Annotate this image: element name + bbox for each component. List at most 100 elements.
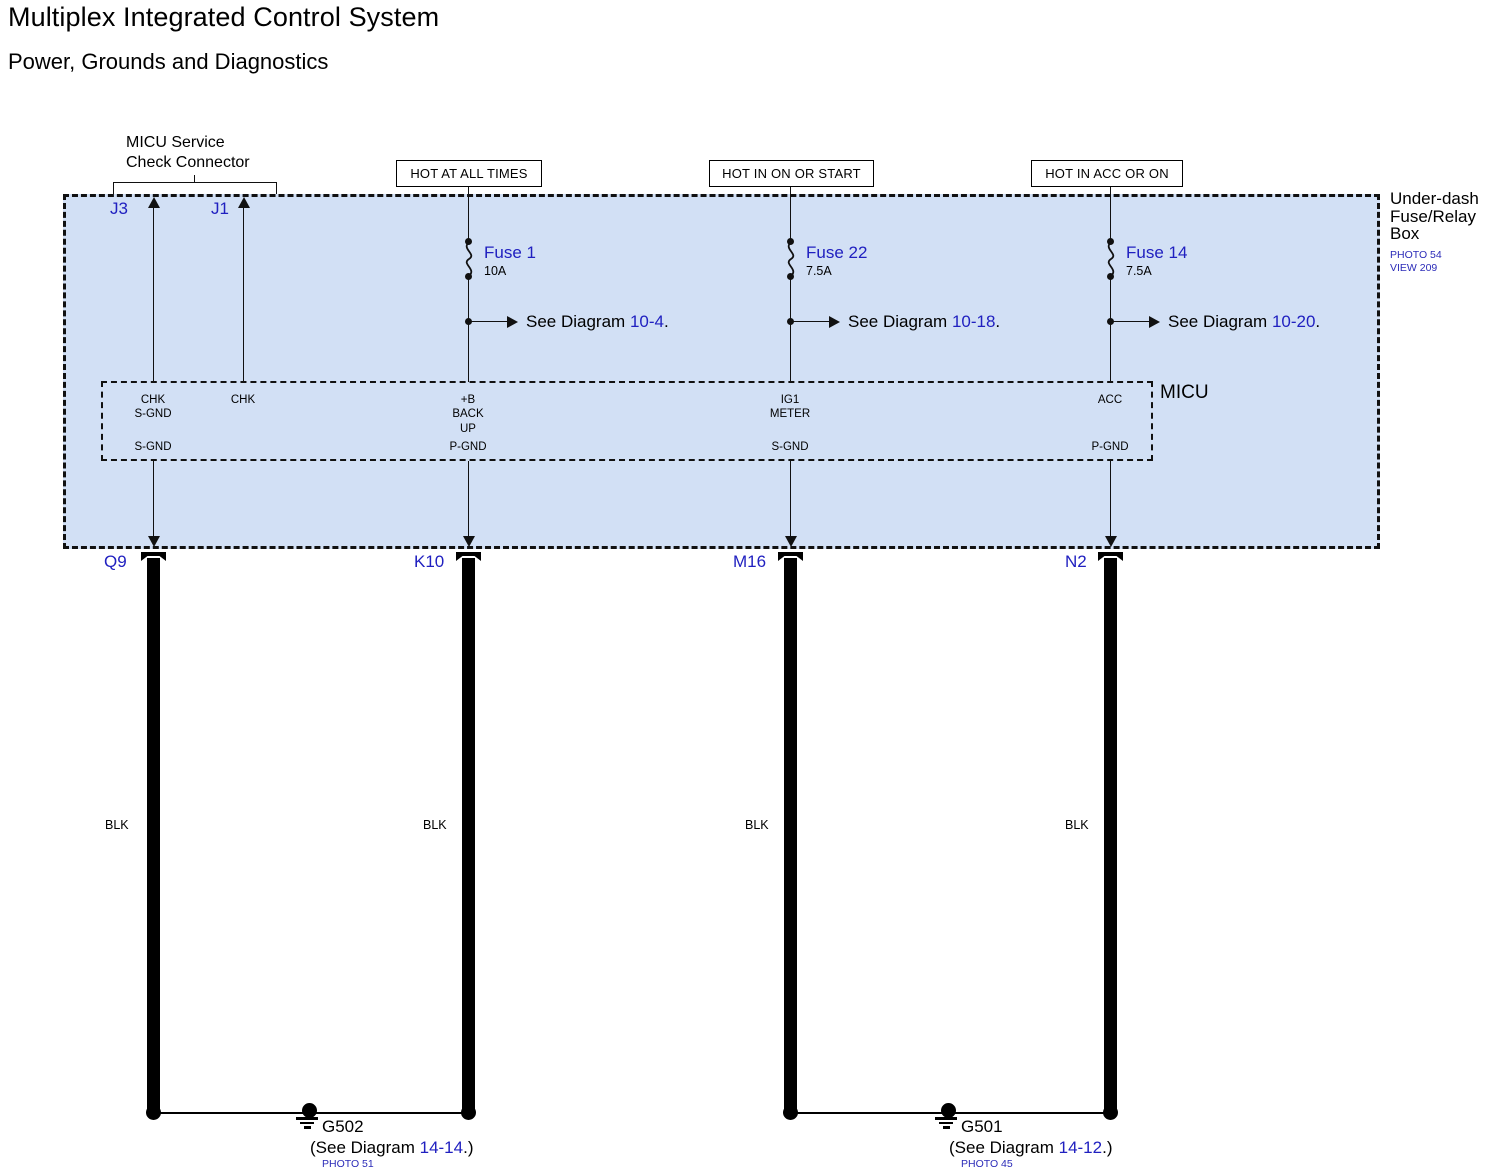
supply-box-label: HOT IN ON OR START: [722, 166, 861, 181]
connector-pin-k10: K10: [414, 552, 445, 571]
connector-pin-q9: Q9: [104, 552, 127, 571]
micu-pin-sgnd-1: S-GND: [134, 441, 172, 453]
service-check-connector-label: MICU Service Check Connector: [126, 134, 250, 171]
see-ref[interactable]: 10-4: [629, 312, 664, 331]
supply-box-label: HOT AT ALL TIMES: [410, 166, 528, 181]
ground-node-m16: [783, 1105, 798, 1120]
enclosure-photo-ref: PHOTO 54 VIEW 209: [1390, 249, 1442, 275]
see-ref[interactable]: 10-20: [1271, 312, 1316, 331]
fuse14-name: Fuse 14: [1126, 243, 1188, 262]
wire-n2: [1104, 558, 1117, 1111]
ground-photo-g502: PHOTO 51: [322, 1158, 374, 1170]
terminal-j1: J1: [211, 199, 229, 218]
ground-symbol-g502-icon: [296, 1117, 318, 1131]
fuse14-see-diagram: See Diagram 10-20.: [1168, 312, 1320, 331]
micu-pin-b-backup: +B BACK UP: [452, 394, 484, 435]
ground-see-g502: (See Diagram 14-14.): [310, 1138, 473, 1157]
wire-color-k10: BLK: [423, 818, 447, 832]
ground-node-k10: [461, 1105, 476, 1120]
fuse14-symbol-icon: [1107, 241, 1115, 277]
see-dot: .: [663, 312, 669, 331]
fuse14-branch-arrow-icon: [1149, 316, 1160, 328]
fuse22-bottom-dot: [787, 273, 794, 280]
pgnd1-leg-wire: [468, 461, 469, 539]
j1-arrow-icon: [238, 197, 250, 208]
service-bracket-left-leg: [113, 182, 114, 194]
see-tail: .): [463, 1138, 474, 1157]
ground-photo-g501: PHOTO 45: [961, 1158, 1013, 1170]
supply-box-label: HOT IN ACC OR ON: [1045, 166, 1169, 181]
fuse22-symbol-icon: [787, 241, 795, 277]
fuse14-feed-wire: [1110, 187, 1111, 242]
micu-pin-ig1-meter: IG1 METER: [769, 394, 811, 421]
wire-color-n2: BLK: [1065, 818, 1089, 832]
fuse1-rating: 10A: [484, 264, 507, 278]
terminal-j3: J3: [110, 199, 128, 218]
fuse14-out-wire: [1110, 277, 1111, 382]
see-text: See Diagram: [848, 312, 952, 331]
micu-label: MICU: [1160, 382, 1209, 403]
fuse1-see-diagram: See Diagram 10-4.: [526, 312, 669, 331]
supply-box-hot-in-acc-or-on: HOT IN ACC OR ON: [1031, 160, 1183, 187]
sgnd2-leg-wire: [790, 461, 791, 539]
pgnd1-arrow-icon: [463, 536, 475, 547]
fuse1-feed-wire: [468, 187, 469, 242]
see-text: See Diagram: [1168, 312, 1272, 331]
under-dash-fuse-relay-box: [63, 194, 1380, 549]
service-bracket-nub: [194, 175, 195, 183]
j1-wire: [243, 207, 244, 382]
fuse1-name: Fuse 1: [484, 243, 536, 262]
ground-node-g502: [302, 1103, 317, 1118]
wire-color-q9: BLK: [105, 818, 129, 832]
service-bracket-right-leg: [276, 182, 277, 194]
wire-m16: [784, 558, 797, 1111]
supply-box-hot-at-all-times: HOT AT ALL TIMES: [396, 160, 542, 187]
fuse22-name: Fuse 22: [806, 243, 868, 262]
wire-k10: [462, 558, 475, 1111]
micu-pin-sgnd-2: S-GND: [771, 441, 809, 453]
micu-pin-pgnd-1: P-GND: [449, 441, 487, 453]
see-ref[interactable]: 10-18: [951, 312, 996, 331]
fuse22-out-wire: [790, 277, 791, 382]
see-tail: .): [1102, 1138, 1113, 1157]
fuse14-branch-line: [1110, 321, 1153, 322]
fuse22-branch-arrow-icon: [829, 316, 840, 328]
pgnd2-leg-wire: [1110, 461, 1111, 539]
pgnd2-arrow-icon: [1105, 536, 1117, 547]
fuse1-branch-arrow-icon: [507, 316, 518, 328]
see-ref[interactable]: 14-12: [1058, 1138, 1103, 1157]
see-dot: .: [1315, 312, 1321, 331]
fuse1-symbol-icon: [465, 241, 473, 277]
connector-pin-m16: M16: [733, 552, 767, 571]
fuse22-feed-wire: [790, 187, 791, 242]
ground-node-q9: [146, 1105, 161, 1120]
fuse1-out-wire: [468, 277, 469, 382]
ground-symbol-g501-icon: [935, 1117, 957, 1131]
micu-pin-chk-sgnd: CHK S-GND: [134, 394, 172, 421]
ground-node-n2: [1103, 1105, 1118, 1120]
micu-pin-pgnd-2: P-GND: [1091, 441, 1129, 453]
page-subtitle: Power, Grounds and Diagnostics: [8, 49, 329, 74]
connector-pin-n2: N2: [1065, 552, 1087, 571]
ground-see-g501: (See Diagram 14-12.): [949, 1138, 1112, 1157]
see-text: (See Diagram: [949, 1138, 1059, 1157]
fuse22-branch-line: [790, 321, 833, 322]
see-dot: .: [995, 312, 1001, 331]
fuse22-rating: 7.5A: [806, 264, 832, 278]
micu-module: [101, 381, 1153, 461]
ground-node-g501: [941, 1103, 956, 1118]
ground-id-g502: G502: [322, 1117, 364, 1136]
sgnd2-arrow-icon: [785, 536, 797, 547]
wire-color-m16: BLK: [745, 818, 769, 832]
micu-pin-acc: ACC: [1097, 394, 1123, 406]
ground-id-g501: G501: [961, 1117, 1003, 1136]
see-text: (See Diagram: [310, 1138, 420, 1157]
see-text: See Diagram: [526, 312, 630, 331]
wire-q9: [147, 558, 160, 1111]
sgnd1-arrow-icon: [148, 536, 160, 547]
fuse1-branch-line: [468, 321, 511, 322]
see-ref[interactable]: 14-14: [419, 1138, 464, 1157]
sgnd1-leg-wire: [153, 461, 154, 539]
page-title: Multiplex Integrated Control System: [8, 2, 440, 32]
